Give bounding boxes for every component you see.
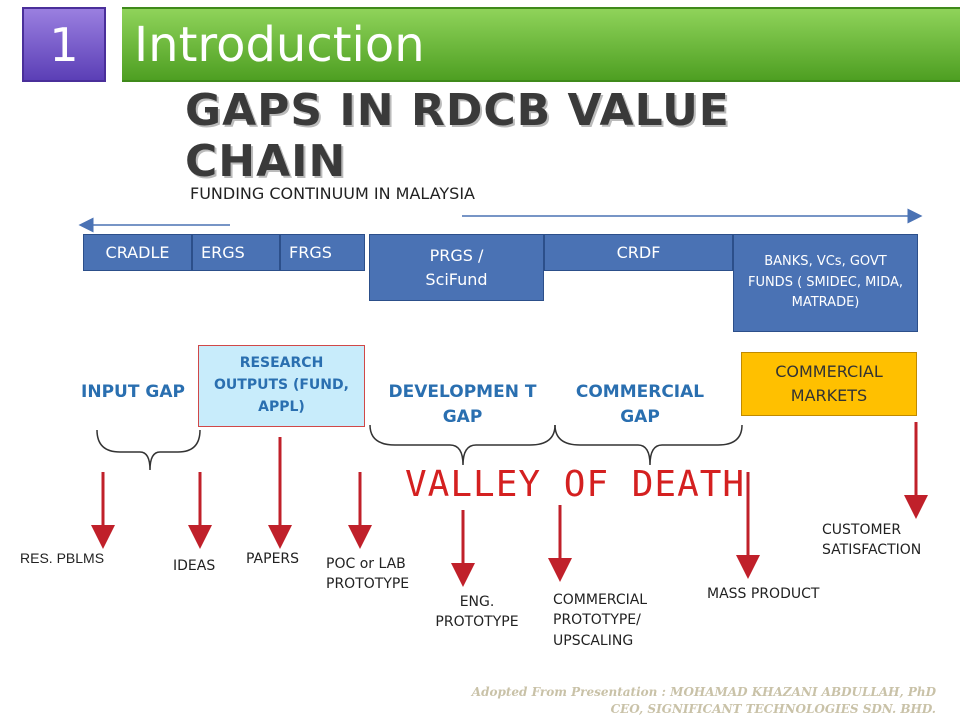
mass-product-label: MASS PRODUCT [707,586,820,602]
funding-continuum-label: FUNDING CONTINUUM IN MALAYSIA [190,184,475,203]
commercial-gap-label: COMMERCIAL GAP [575,382,705,427]
valley-of-death-label: VALLEY OF DEATH [405,464,746,505]
section-number-badge: 1 [22,7,106,82]
section-number: 1 [49,17,79,72]
title-banner: Introduction [122,7,960,82]
commercial-markets-label: COMMERCIAL MARKETS [775,362,883,405]
research-outputs-label: RESEARCH OUTPUTS (FUND, APPL) [214,355,349,415]
commercial-gap-brace [554,424,743,466]
source-credit: Adopted From Presentation : MOHAMAD KHAZ… [472,684,936,718]
cradle-box: CRADLE [83,234,192,271]
credit-line-1: Adopted From Presentation : MOHAMAD KHAZ… [471,685,936,699]
poc-lab-prototype-label: POC or LAB PROTOTYPE [326,556,410,593]
commercial-markets-box: COMMERCIAL MARKETS [741,352,917,416]
prgs-scifund-label: PRGS / SciFund [425,245,488,289]
slide-title: Introduction [134,16,425,73]
credit-line-2: CEO, SIGNIFICANT TECHNOLOGIES SDN. BHD. [610,701,936,716]
input-gap-label: INPUT GAP [81,382,185,402]
development-gap-label: DEVELOPMEN T GAP [388,382,537,427]
papers-label: PAPERS [246,551,300,567]
frgs-label: FRGS [289,243,332,262]
development-gap-brace [369,424,556,466]
input-gap-brace [96,429,201,471]
banks-vcs-label: BANKS, VCs, GOVT FUNDS ( SMIDEC, MIDA, M… [747,253,904,311]
res-pblms-label: RES. PBLMS [20,550,105,566]
prgs-scifund-box: PRGS / SciFund [369,234,544,301]
customer-satisfaction-label: CUSTOMER SATISFACTION [822,522,922,559]
banks-vcs-box: BANKS, VCs, GOVT FUNDS ( SMIDEC, MIDA, M… [733,234,918,332]
diagram-heading: GAPS IN RDCB VALUE CHAIN [185,85,730,187]
commercial-prototype-label: COMMERCIAL PROTOTYPE/ UPSCALING [553,592,648,649]
frgs-box: FRGS [280,234,365,271]
ideas-label: IDEAS [173,558,216,574]
cradle-label: CRADLE [105,243,170,262]
research-outputs-box: RESEARCH OUTPUTS (FUND, APPL) [198,345,365,427]
crdf-label: CRDF [616,243,661,262]
crdf-box: CRDF [544,234,733,271]
ergs-box: ERGS [192,234,280,271]
ergs-label: ERGS [201,243,245,262]
eng-prototype-label: ENG. PROTOTYPE [435,594,519,631]
